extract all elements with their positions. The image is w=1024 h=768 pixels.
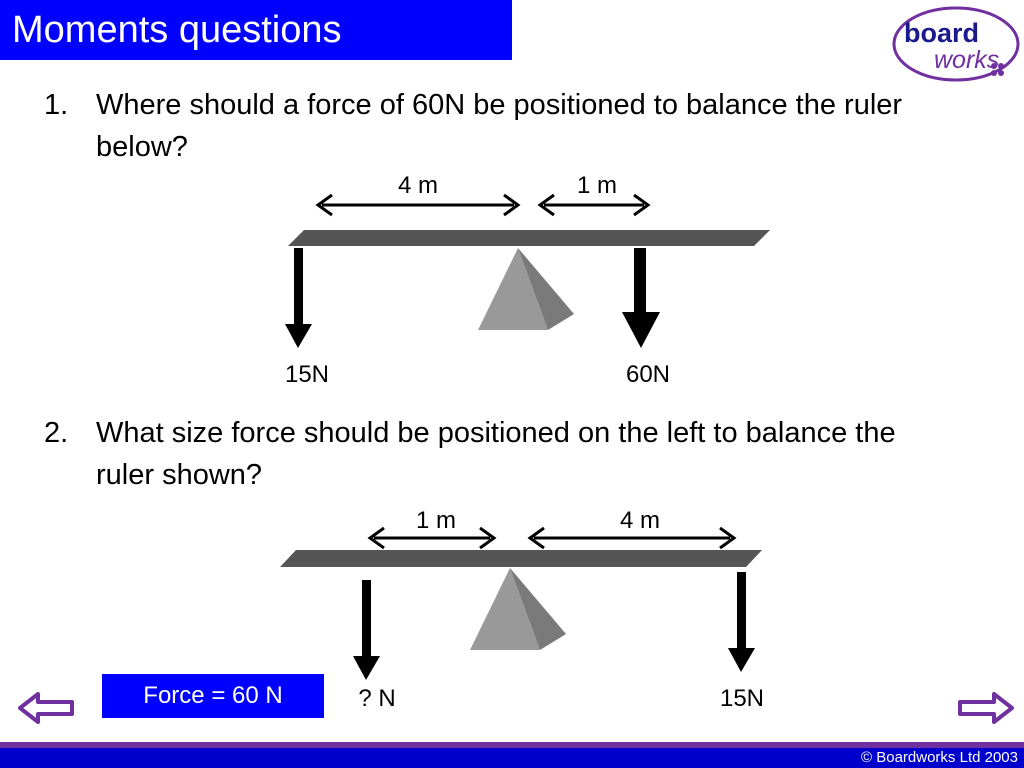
footer-stripe <box>0 742 1024 748</box>
force-label-right: 15N <box>720 685 764 712</box>
ruler-beam <box>280 550 762 567</box>
force-label-left: 15N <box>285 361 329 388</box>
distance-arrow-4m <box>315 193 521 217</box>
distance-label-right: 1 m <box>577 172 617 199</box>
distance-label-left: 4 m <box>398 172 438 199</box>
force-arrow-right <box>728 572 755 672</box>
distance-label-left: 1 m <box>416 507 456 534</box>
boardworks-logo: board works <box>892 6 1020 82</box>
title-bar: Moments questions <box>0 0 512 60</box>
ruler-beam <box>288 230 770 246</box>
question-2-text: What size force should be positioned on … <box>96 417 896 491</box>
force-arrow-right <box>622 248 660 348</box>
page-title: Moments questions <box>12 9 342 51</box>
question-2-number: 2. <box>44 417 69 449</box>
diagram-1: 4 m 1 m 15N 60N <box>285 172 770 388</box>
back-arrow-icon[interactable] <box>16 688 76 728</box>
distance-arrow-1m <box>367 526 497 550</box>
question-1-text: Where should a force of 60N be positione… <box>96 89 903 163</box>
force-label-left: ? N <box>358 685 395 712</box>
forward-arrow-icon[interactable] <box>956 688 1016 728</box>
force-label-right: 60N <box>626 361 670 388</box>
distance-arrow-1m <box>537 193 651 217</box>
pivot-triangle <box>470 568 566 650</box>
answer-box[interactable]: Force = 60 N <box>102 674 324 718</box>
distance-arrow-4m <box>527 526 737 550</box>
diagram-2: 1 m 4 m ? N 15N <box>280 507 764 712</box>
question-1-number: 1. <box>44 89 69 121</box>
copyright-text: © Boardworks Ltd 2003 <box>861 749 1018 766</box>
distance-label-right: 4 m <box>620 507 660 534</box>
force-arrow-left <box>353 580 380 680</box>
logo-word-works: works <box>934 46 999 74</box>
pivot-triangle <box>478 248 574 330</box>
force-arrow-left <box>285 248 312 348</box>
logo-word-board: board <box>904 18 979 48</box>
footer-bar <box>0 748 1024 768</box>
